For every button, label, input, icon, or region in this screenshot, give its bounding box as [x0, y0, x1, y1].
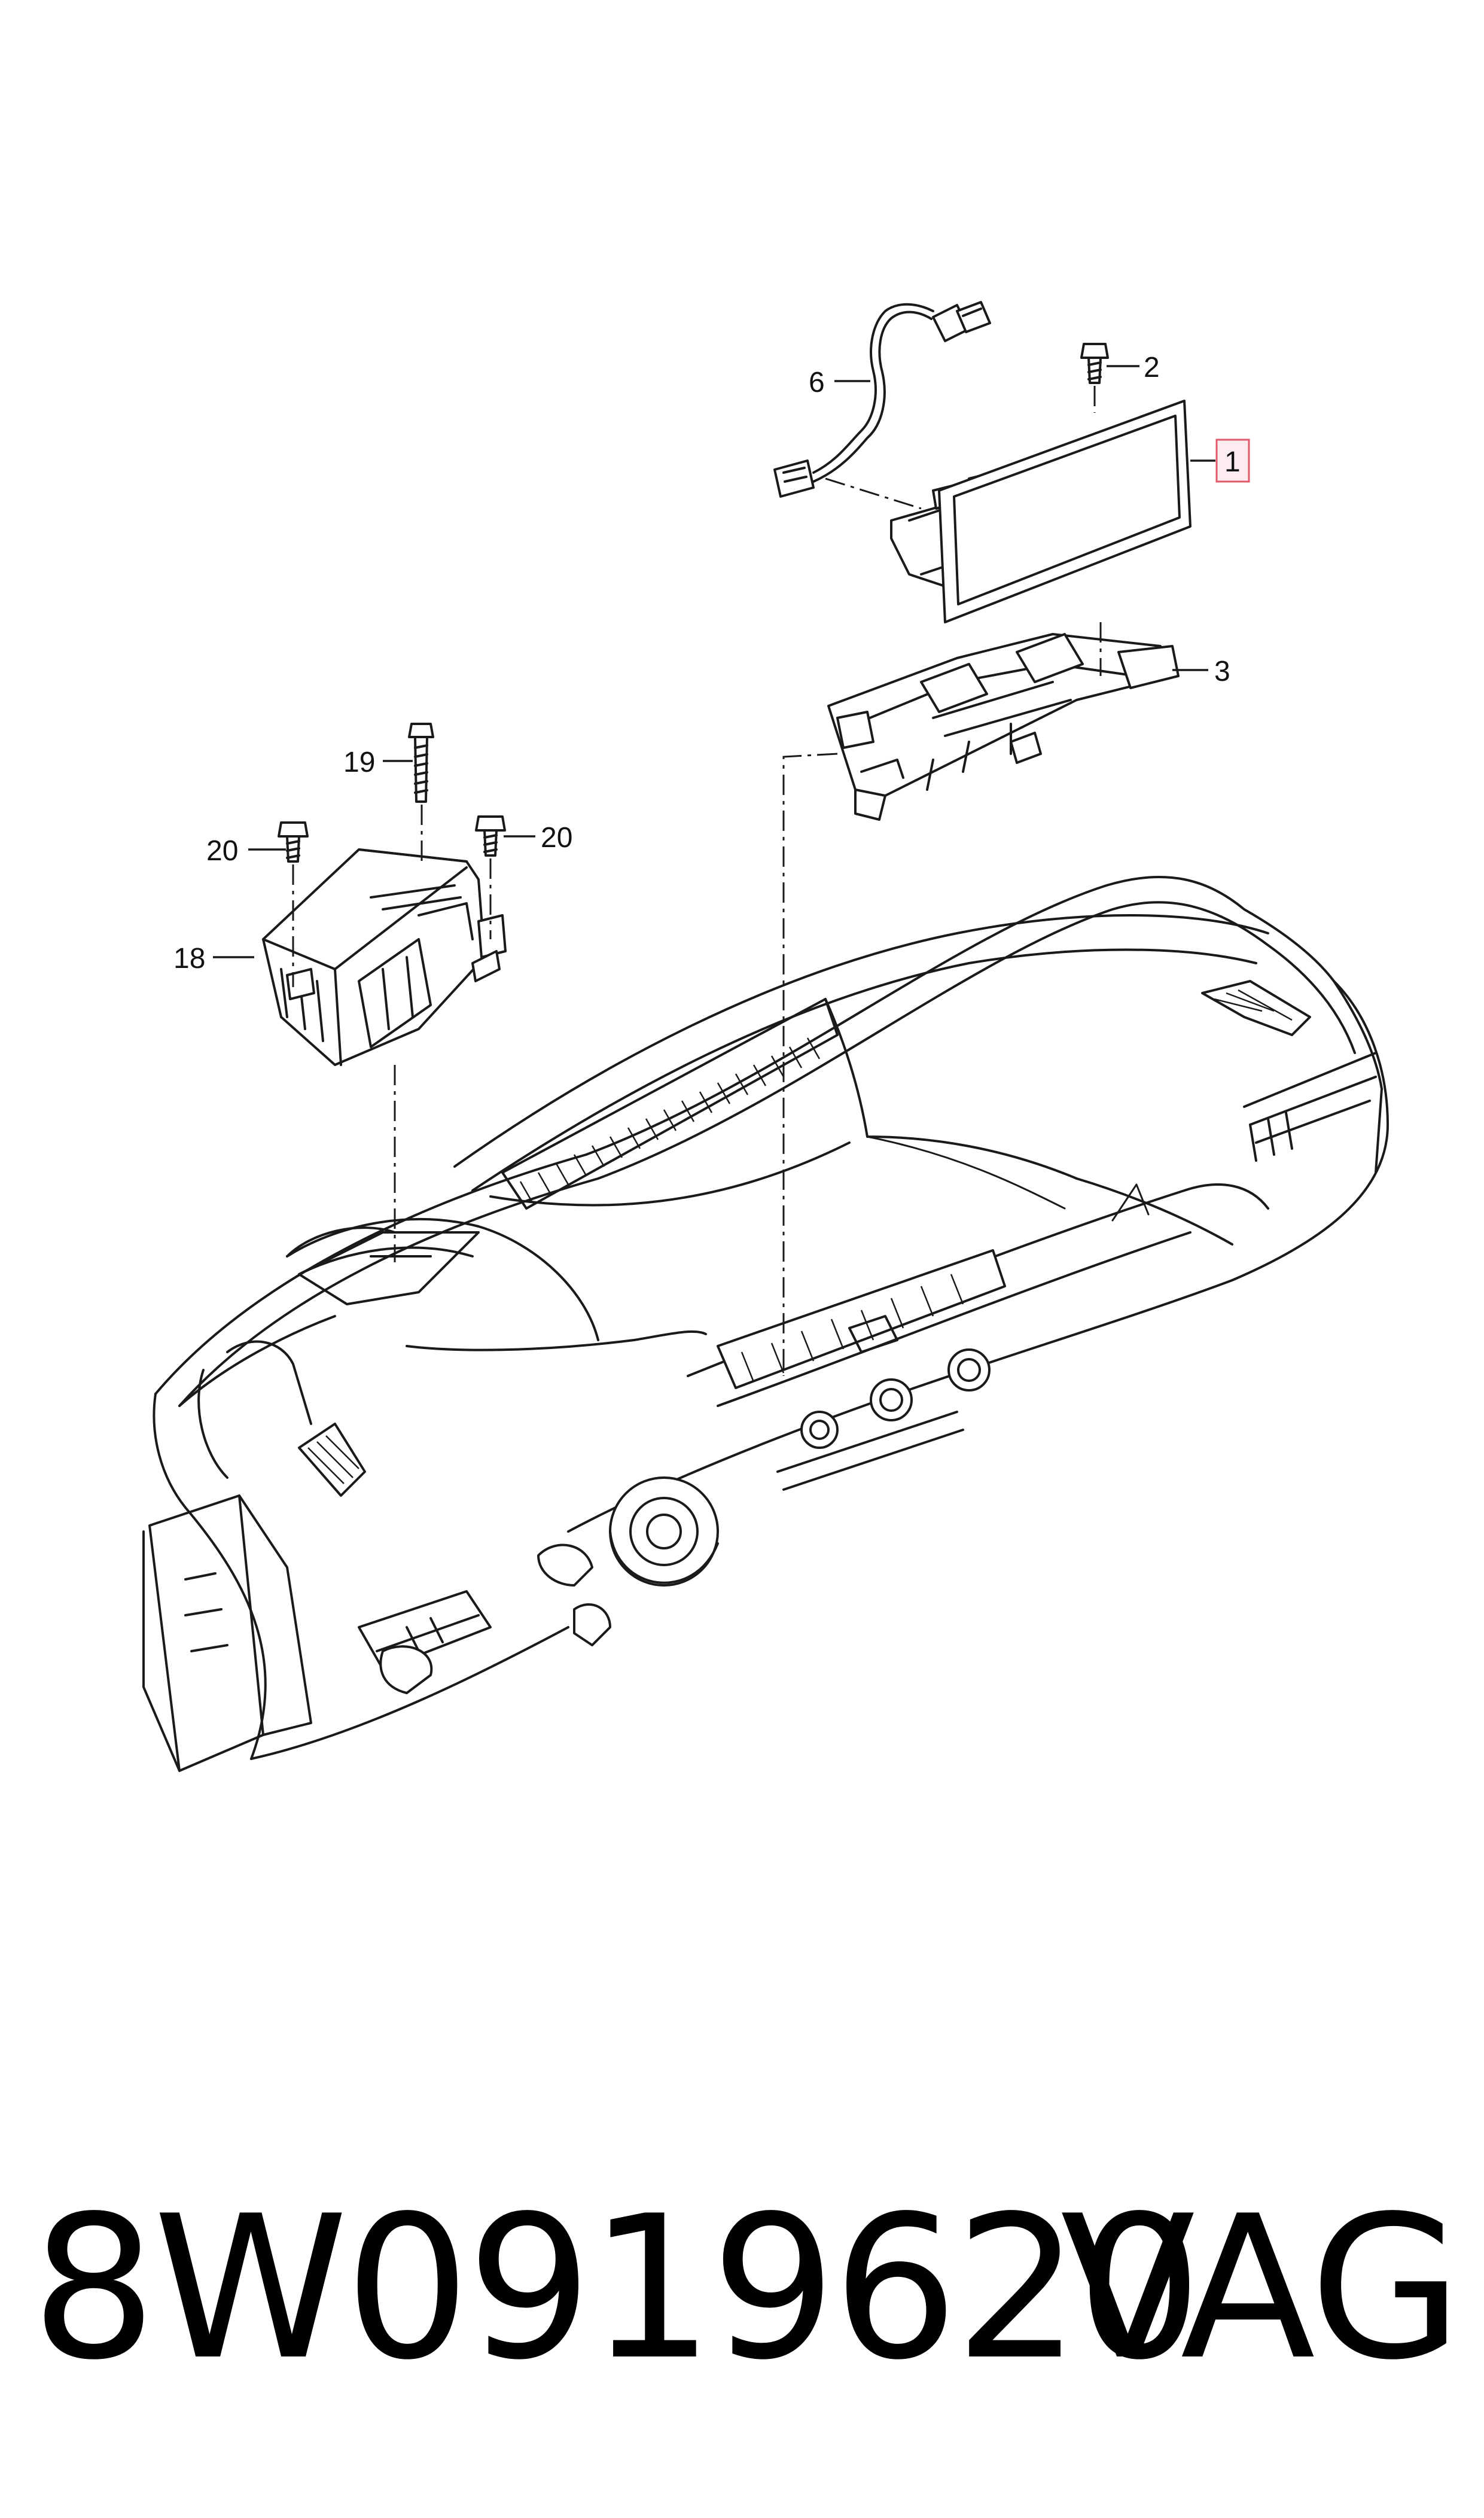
callout-label-3: 3	[1214, 656, 1230, 687]
footer-caption: 8W0919620 VAG	[0, 2190, 1484, 2441]
callout-label-6: 6	[809, 367, 825, 398]
mounting-bracket-part-3	[827, 633, 1180, 821]
dashboard-illustration	[142, 875, 1389, 1772]
callout-label-18: 18	[173, 943, 205, 975]
screw-part-20-left	[278, 821, 309, 863]
callout-19: 19	[343, 747, 413, 778]
callout-20-left: 20	[206, 835, 286, 867]
screw-part-2	[1080, 343, 1109, 384]
screw-part-20-right	[475, 815, 506, 857]
callout-2: 2	[1107, 352, 1160, 383]
exploded-parts-diagram: 1 2 3 6 18 19 20 20	[142, 301, 1389, 1772]
callout-3: 3	[1172, 656, 1230, 687]
callout-label-1: 1	[1224, 446, 1241, 478]
callout-1: 1	[1190, 439, 1250, 483]
callout-label-20-right: 20	[541, 822, 572, 854]
display-unit-part-1	[890, 400, 1192, 623]
assembly-lines	[292, 386, 1102, 1376]
bolt-part-19	[408, 723, 434, 803]
callout-18: 18	[173, 943, 254, 975]
control-unit-part-18	[262, 848, 507, 1066]
part-number: 8W0919620	[31, 2173, 1202, 2403]
callout-label-20-left: 20	[206, 835, 238, 867]
callout-6: 6	[809, 367, 870, 398]
callout-label-19: 19	[343, 747, 375, 778]
cable-part-6	[773, 301, 991, 498]
brand-name: VAG	[1060, 2173, 1462, 2403]
callout-label-2: 2	[1144, 352, 1160, 383]
callout-20-right: 20	[504, 822, 572, 854]
